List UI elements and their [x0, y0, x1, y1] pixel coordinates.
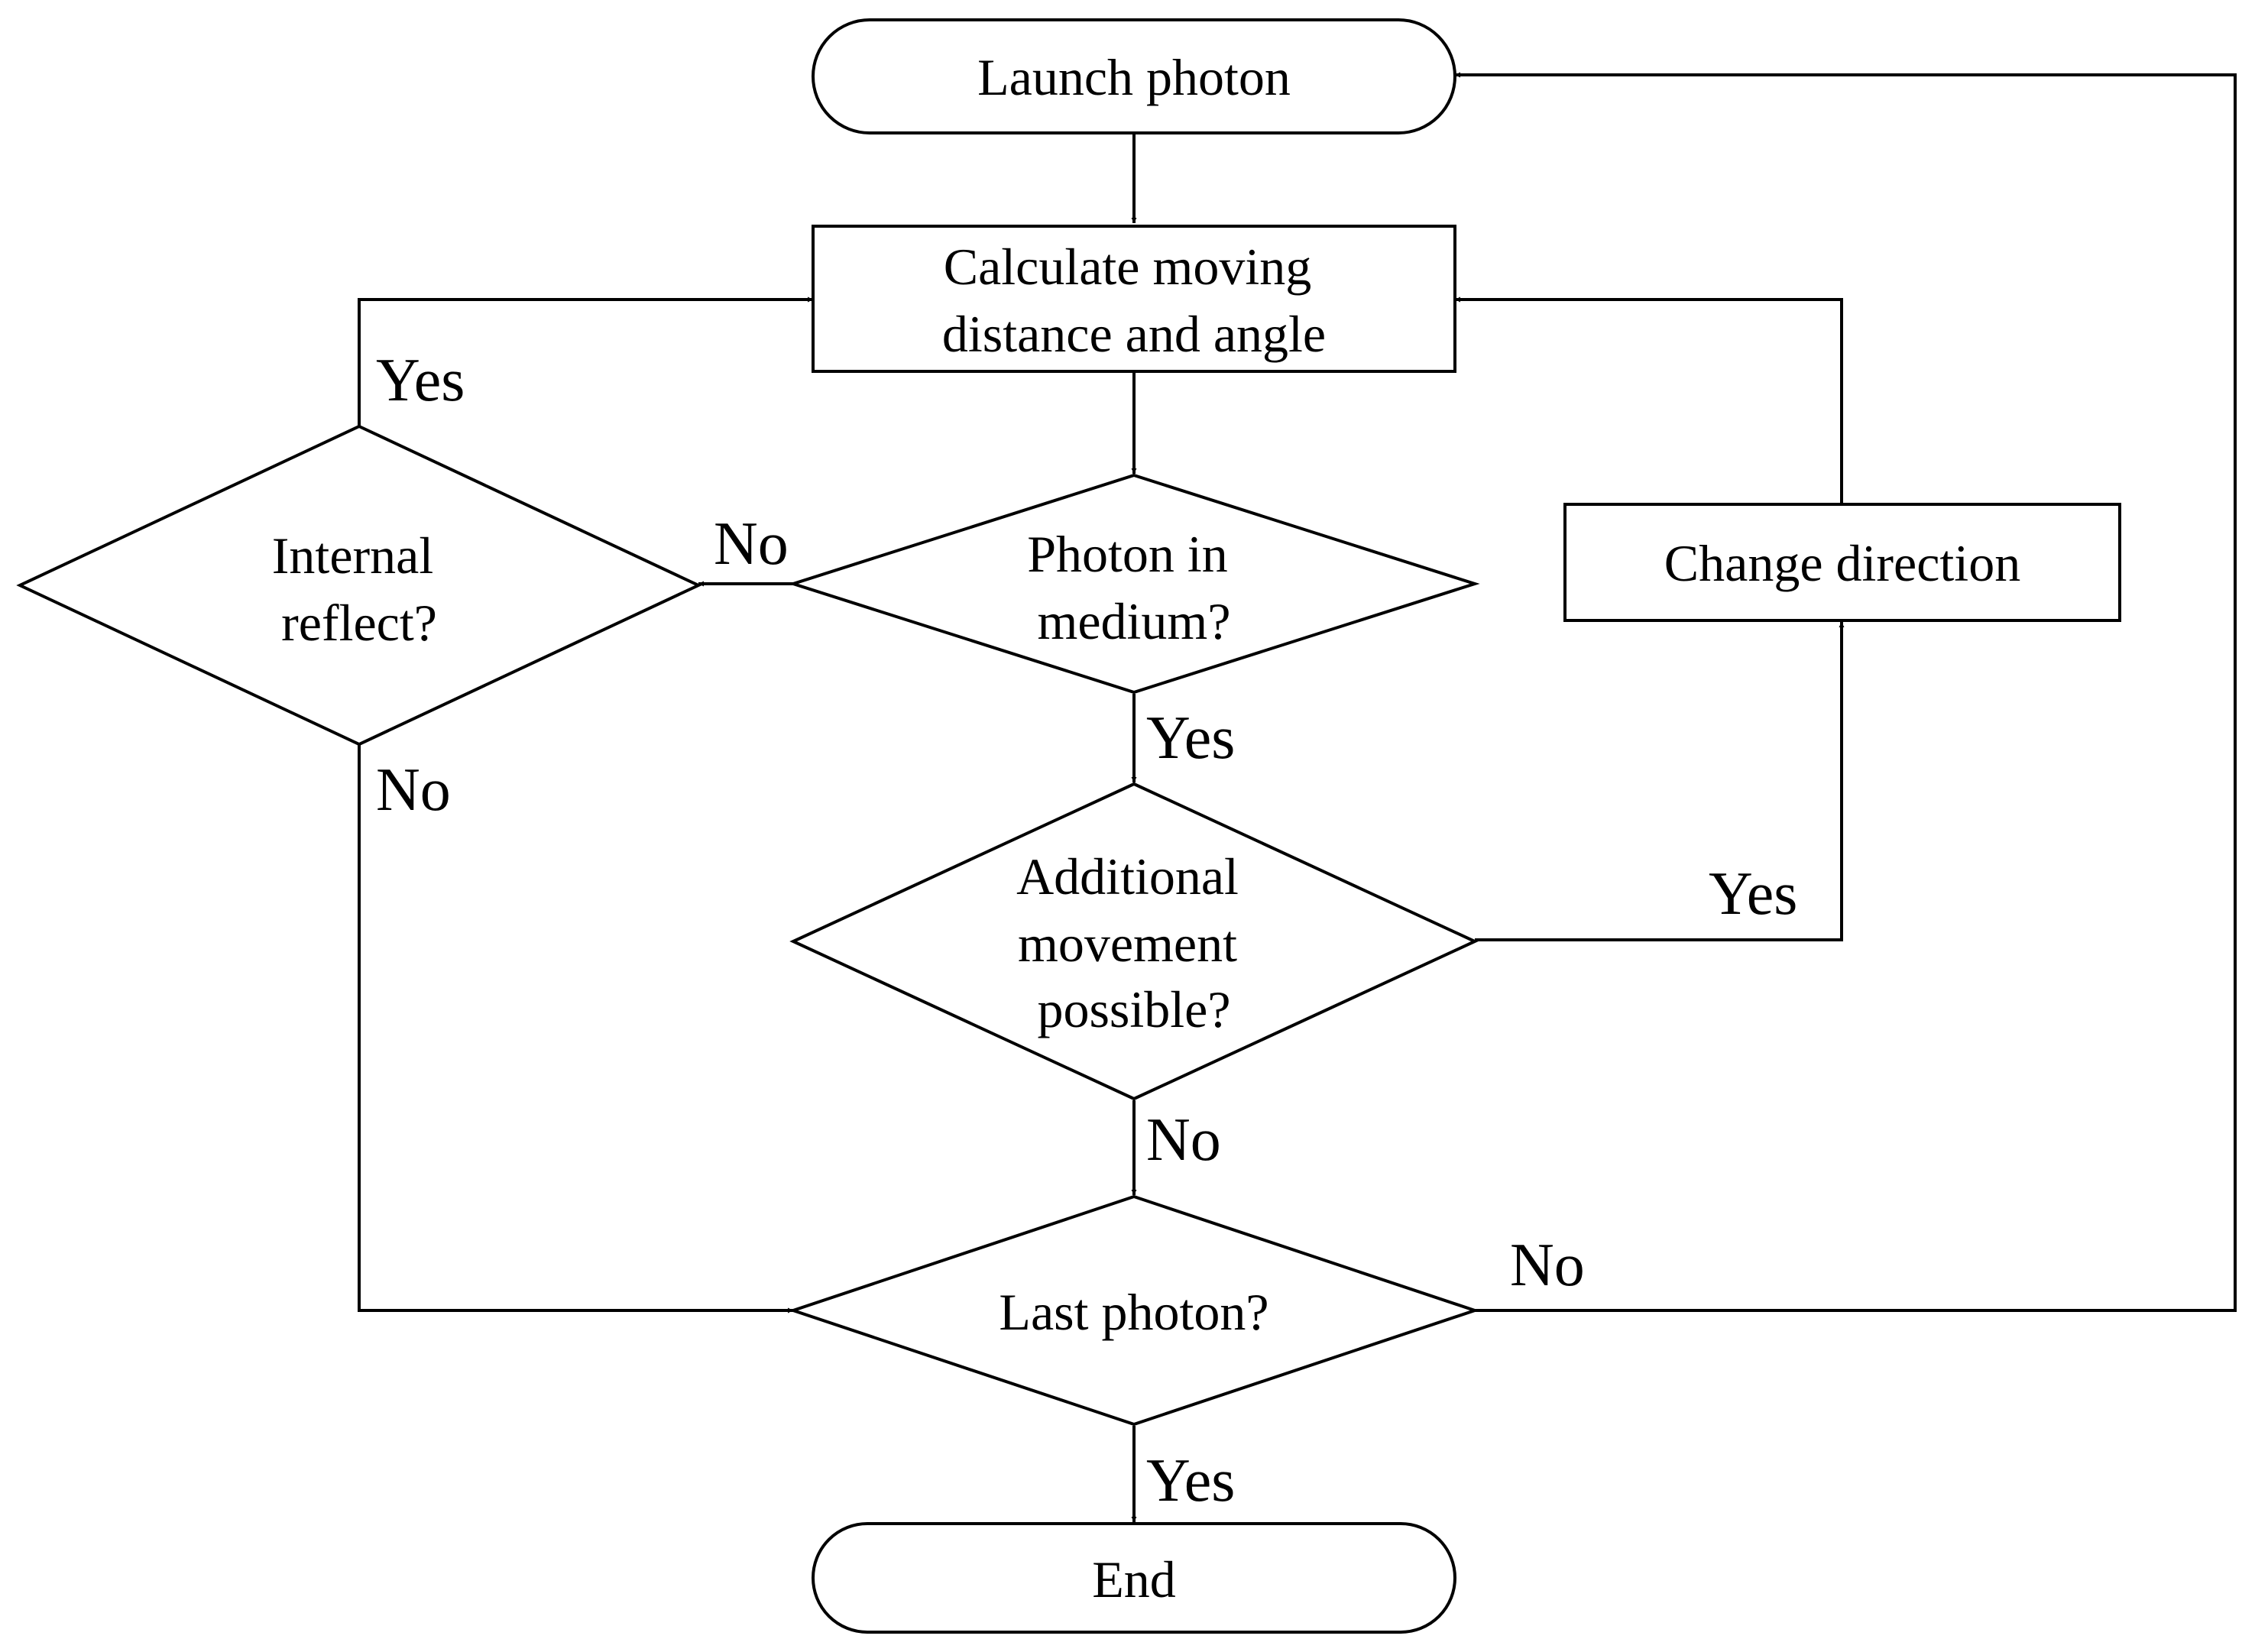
node-change-direction: Change direction: [1563, 503, 2121, 622]
node-label: Change direction: [1664, 534, 2020, 592]
node-label: Last photon?: [999, 1283, 1268, 1341]
node-photon-in-medium: Photon in medium?: [788, 473, 1480, 695]
node-label-line: medium?: [1037, 592, 1230, 650]
edge-label-additional-movement-no: No: [1146, 1106, 1221, 1174]
node-label: Photon in medium?: [1027, 525, 1241, 650]
process-shape: [1563, 503, 2121, 622]
node-calculate: Calculate moving distance and angle: [812, 225, 1456, 373]
decision-shape: [788, 1194, 1480, 1427]
node-label: End: [1092, 1550, 1176, 1608]
edge-internal-reflect-to-last-photon: [358, 744, 793, 1314]
terminal-shape: [812, 1522, 1456, 1634]
node-end: End: [812, 1522, 1456, 1634]
edge-label-additional-movement-yes: Yes: [1709, 860, 1797, 928]
node-label-line: Additional: [1016, 847, 1239, 905]
process-shape: [812, 225, 1456, 373]
node-label: Internal reflect?: [272, 526, 446, 652]
node-label: Launch photon: [977, 48, 1291, 106]
node-label-line: Internal: [272, 526, 433, 585]
edge-label-internal-reflect-no: No: [376, 756, 451, 824]
decision-shape: [789, 782, 1479, 1101]
terminal-shape: [812, 18, 1456, 134]
node-launch-photon: Launch photon: [812, 18, 1456, 134]
edge-last-photon-to-launch: [1455, 72, 2237, 1312]
decision-shape: [788, 473, 1480, 695]
edge-label-last-photon-yes: Yes: [1146, 1447, 1235, 1514]
edge-additional-movement-to-change-direction: [1475, 622, 1845, 941]
node-label-line: reflect?: [281, 594, 437, 652]
edge-label-last-photon-no: No: [1510, 1232, 1585, 1299]
edge-label-photon-in-medium-yes: Yes: [1146, 705, 1235, 772]
node-label-line: movement: [1018, 915, 1237, 973]
edge-internal-reflect-to-calculate: [358, 296, 813, 426]
node-label: Additional movement possible?: [1016, 847, 1252, 1038]
node-last-photon: Last photon?: [788, 1194, 1480, 1427]
node-label-line: distance and angle: [942, 305, 1326, 363]
node-label-line: possible?: [1037, 980, 1230, 1038]
node-additional-movement: Additional movement possible?: [789, 782, 1479, 1101]
decision-shape: [16, 424, 702, 747]
node-label-line: Calculate moving: [944, 238, 1312, 296]
edge-change-direction-to-calculate: [1455, 296, 1843, 504]
edge-label-internal-reflect-yes: Yes: [376, 347, 465, 414]
edge-label-photon-in-medium-no: No: [714, 510, 789, 578]
node-label: Calculate moving distance and angle: [942, 238, 1326, 363]
node-internal-reflect: Internal reflect?: [16, 424, 702, 747]
node-label-line: Photon in: [1027, 525, 1228, 583]
